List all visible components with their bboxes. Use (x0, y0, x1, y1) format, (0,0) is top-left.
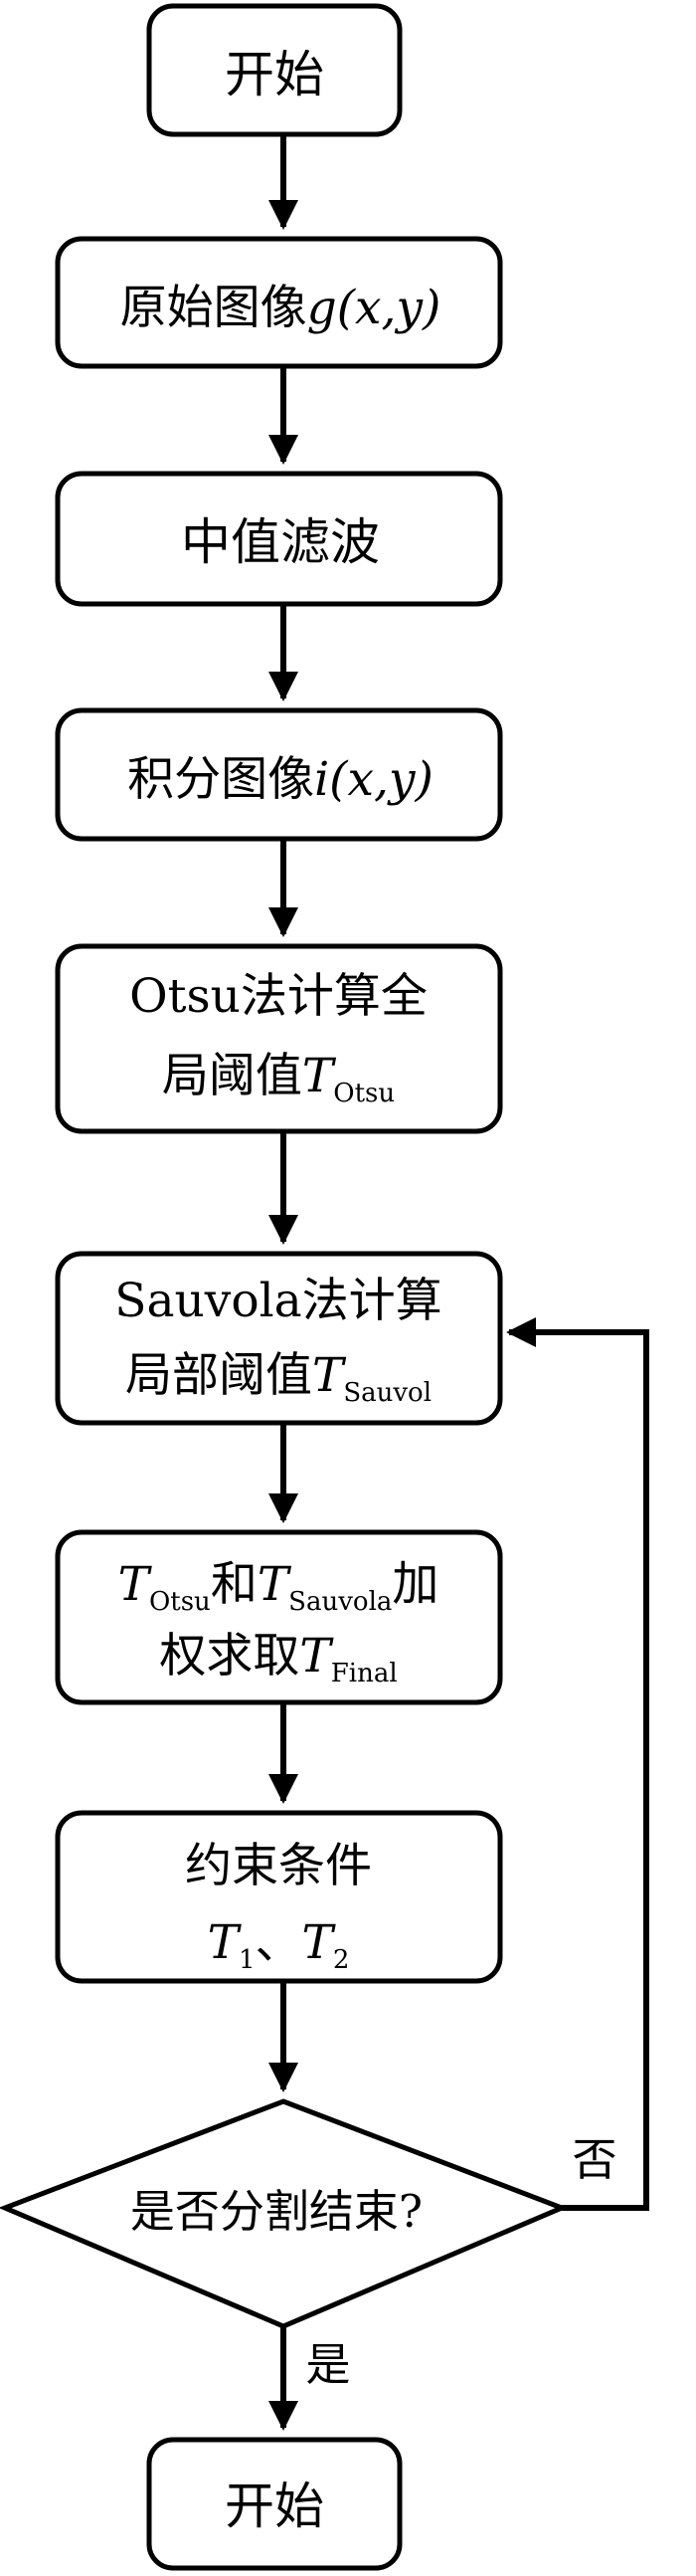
constraint-label-line2: T1、T2 (208, 1915, 350, 1975)
weighted-symbol-a: T (118, 1557, 153, 1612)
otsu-threshold-box (55, 943, 503, 1134)
start-label: 开始 (225, 46, 324, 103)
integral-image-text: 积分图像 (127, 752, 314, 807)
otsu-line2-text: 局阈值 (162, 1049, 302, 1103)
arrow-loop-back (506, 1317, 649, 2211)
sauvola-threshold-subscript: Sauvol (343, 1378, 432, 1408)
decision-label: 是否分割结束? (130, 2185, 423, 2238)
weighted-symbol-b: T (258, 1557, 292, 1612)
weighted-label-line1: TOtsu和TSauvola加 (118, 1557, 439, 1617)
original-image-text: 原始图像 (120, 281, 307, 335)
original-image-label: 原始图像g(x,y) (120, 281, 441, 335)
weighted-line2-text: 权求取 (159, 1629, 299, 1684)
end-label: 开始 (225, 2477, 324, 2535)
integral-image-formula: i(x,y) (314, 752, 434, 807)
integral-image-label: 积分图像i(x,y) (127, 752, 434, 807)
weighted-conjunction: 和 (211, 1557, 258, 1612)
weighted-line1-tail: 加 (392, 1557, 438, 1612)
decision-diamond (0, 2098, 569, 2329)
edge-label-no: 否 (572, 2133, 616, 2186)
sauvola-threshold-symbol: T (312, 1348, 347, 1403)
weighted-subscript-a: Otsu (149, 1587, 211, 1617)
edge-label-yes: 是 (305, 2338, 350, 2391)
weighted-final-subscript: Final (331, 1659, 398, 1688)
constraint-separator: 、 (256, 1915, 302, 1970)
weighted-label-line2: 权求取TFinal (159, 1629, 397, 1688)
otsu-label-line1: Otsu法计算全 (129, 969, 428, 1024)
constraint-symbol-1: T (208, 1915, 243, 1970)
original-image-box (55, 236, 503, 369)
weighted-threshold-box (55, 1529, 503, 1705)
end-box (146, 2437, 403, 2571)
sauvola-line2-text: 局部阈值 (125, 1348, 312, 1403)
constraint-box (55, 1810, 503, 1984)
median-filter-label: 中值滤波 (181, 513, 380, 571)
integral-image-box (55, 707, 503, 842)
sauvola-label-line2: 局部阈值TSauvol (125, 1348, 432, 1408)
sauvola-label-line1: Sauvola法计算 (114, 1274, 441, 1328)
weighted-final-symbol: T (299, 1629, 334, 1684)
constraint-symbol-2: T (302, 1915, 337, 1970)
start-box (146, 3, 403, 137)
median-filter-box (55, 471, 503, 607)
otsu-threshold-subscript: Otsu (333, 1079, 395, 1108)
otsu-threshold-symbol: T (302, 1049, 337, 1103)
constraint-subscript-1: 1 (239, 1945, 256, 1975)
otsu-label-line2: 局阈值TOtsu (162, 1049, 395, 1108)
sauvola-threshold-box (55, 1251, 503, 1426)
weighted-subscript-b: Sauvola (288, 1587, 392, 1617)
constraint-label-line1: 约束条件 (185, 1839, 372, 1893)
constraint-subscript-2: 2 (333, 1945, 350, 1975)
original-image-formula: g(x,y) (307, 281, 441, 335)
